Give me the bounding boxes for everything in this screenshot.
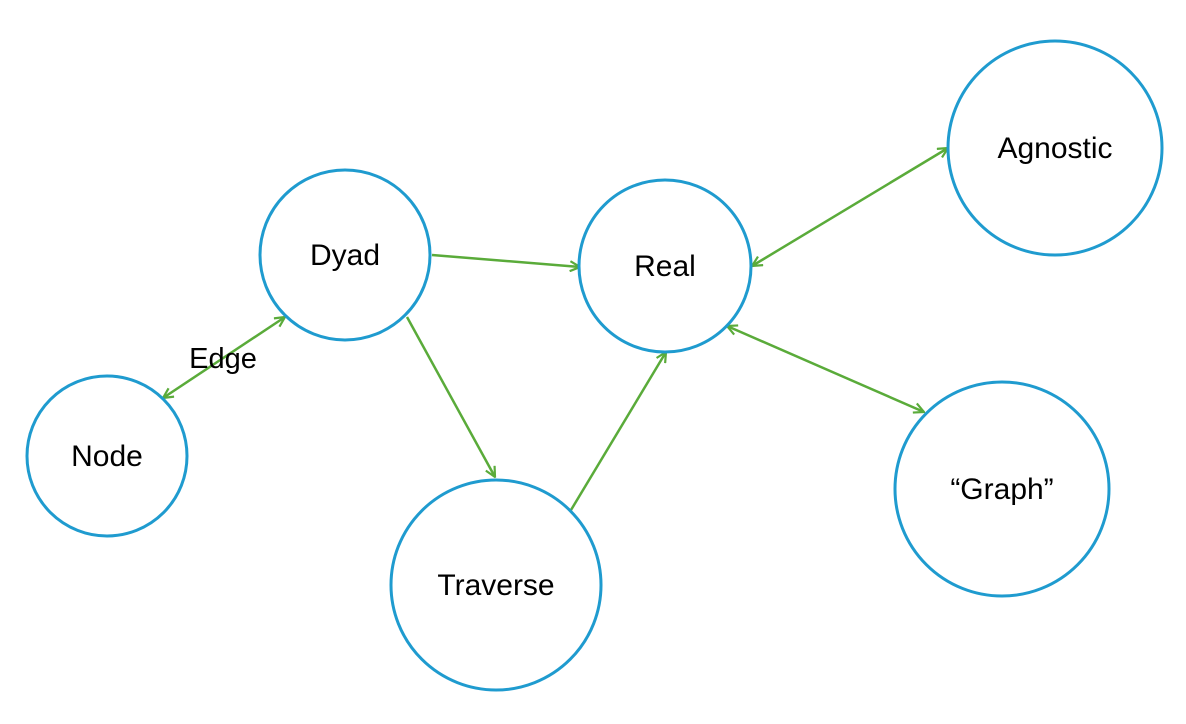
node-real-circle — [577, 178, 753, 354]
node-traverse: Traverse — [389, 478, 603, 692]
edge-real-agnostic — [752, 148, 948, 266]
node-agnostic: Agnostic — [946, 39, 1164, 257]
node-node-circle — [25, 374, 189, 538]
edge-traverse-real — [569, 352, 666, 511]
edges: Edge — [163, 148, 948, 511]
node-agnostic-circle — [946, 39, 1164, 257]
node-dyad-circle — [258, 168, 432, 342]
node-traverse-label: Traverse — [437, 569, 554, 602]
edge-real-graph — [727, 326, 924, 412]
edge-node-dyad — [163, 317, 285, 398]
node-real: Real — [577, 178, 753, 354]
node-dyad-label: Dyad — [310, 239, 380, 272]
node-traverse-circle — [389, 478, 603, 692]
node-agnostic-label: Agnostic — [997, 132, 1112, 165]
edge-label-node-dyad: Edge — [189, 343, 257, 375]
node-real-label: Real — [634, 250, 696, 283]
node-node-label: Node — [71, 440, 143, 473]
edge-dyad-traverse — [405, 316, 495, 477]
edge-dyad-real — [431, 253, 580, 267]
node-graph-circle — [893, 380, 1111, 598]
node-dyad: Dyad — [258, 168, 432, 342]
node-node: Node — [25, 374, 189, 538]
node-graph-label: “Graph” — [950, 473, 1053, 506]
node-graph: “Graph” — [893, 380, 1111, 598]
